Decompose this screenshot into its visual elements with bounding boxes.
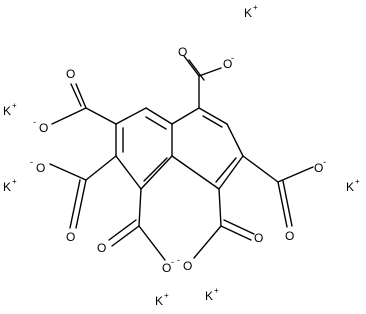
carboxylate-c2: [242, 155, 314, 228]
bond-c7-c8: [115, 155, 142, 190]
oxygen-c6-anion: O: [39, 121, 48, 135]
bond-c4-c3-inner: [202, 115, 223, 128]
charge-c6: -: [33, 117, 36, 127]
carboxylate-c4: [183, 55, 222, 109]
carboxylate-c8: [108, 188, 166, 261]
bond-c4a-c5-inner: [145, 116, 167, 130]
svg-text:+: +: [12, 101, 17, 110]
oxygen-c7-anion: O: [36, 161, 45, 175]
bond-c1-c8a: [171, 155, 220, 190]
bond-c5-c6: [115, 107, 147, 125]
svg-text:K: K: [346, 180, 354, 194]
oxygen-c1-anion: O: [183, 259, 192, 273]
charge-c7: -: [30, 157, 33, 167]
oxygen-c1-double: O: [254, 231, 263, 245]
bond-c4a-c4: [171, 107, 200, 125]
naphthalene-core: [115, 107, 244, 190]
bond-c4-c3: [198, 107, 228, 125]
svg-text:K: K: [155, 294, 163, 308]
charge-c1: -: [177, 255, 180, 265]
oxygen-c6-double: O: [66, 67, 75, 81]
svg-text:K: K: [244, 6, 252, 20]
potassium-ion-1: K +: [244, 3, 258, 20]
potassium-ion-2: K +: [3, 101, 17, 118]
bond-c4a-c5: [145, 107, 173, 125]
oxygen-c2-anion: O: [314, 161, 323, 175]
svg-text:+: +: [253, 3, 258, 12]
svg-text:K: K: [205, 289, 213, 303]
potassium-ion-4: K +: [346, 177, 360, 194]
svg-text:+: +: [355, 177, 360, 186]
oxygen-c8-double: O: [97, 241, 106, 255]
carboxylate-c1: [193, 188, 255, 259]
oxygen-c7-double: O: [66, 230, 75, 244]
svg-text:K: K: [3, 104, 11, 118]
carboxylate-c6: [51, 83, 117, 125]
charge-c4: -: [231, 53, 234, 63]
oxygen-c8-anion: O: [162, 261, 171, 275]
svg-text:+: +: [12, 177, 17, 186]
oxygen-c4-anion: O: [223, 57, 232, 71]
bond-c2-c1-inner: [215, 157, 237, 183]
oxygen-c2-double: O: [285, 229, 294, 243]
bond-c2-c1: [218, 155, 244, 190]
charge-c2: -: [323, 157, 326, 167]
potassium-ions: K + K + K + K + K + K +: [3, 3, 360, 308]
bond-c8-c8a: [140, 155, 173, 190]
svg-text:K: K: [3, 180, 11, 194]
charge-c8: -: [171, 257, 174, 267]
carboxylate-c7: [49, 155, 117, 229]
potassium-ion-3: K +: [3, 177, 17, 194]
svg-text:+: +: [214, 286, 219, 295]
oxygen-c4-double: O: [178, 45, 187, 59]
potassium-ion-5: K +: [155, 291, 169, 308]
potassium-ion-6: K +: [205, 286, 219, 303]
oxygen-labels: O O - O O - O - O O O - O - O O - O: [30, 45, 326, 275]
bond-c8-c8a-inner: [143, 157, 168, 182]
bond-c3-c2: [226, 123, 244, 157]
svg-text:+: +: [164, 291, 169, 300]
